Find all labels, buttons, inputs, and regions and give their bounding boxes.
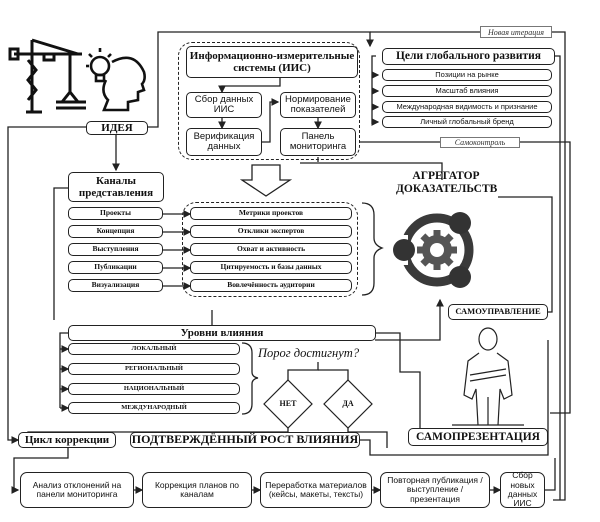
- goals-title: Цели глобального развития: [395, 50, 541, 63]
- idea-label: ИДЕЯ: [101, 121, 133, 134]
- level-item[interactable]: ЛОКАЛЬНЫЙ: [68, 343, 240, 355]
- channel-item-label: Визуализация: [91, 280, 140, 290]
- channel-item[interactable]: Проекты: [68, 207, 163, 220]
- iis-panel-box[interactable]: Панель мониторинга: [280, 128, 356, 156]
- goal-item[interactable]: Позиции на рынке: [382, 69, 552, 81]
- level-item-label: НАЦИОНАЛЬНЫЙ: [123, 385, 185, 393]
- channel-item[interactable]: Концепция: [68, 225, 163, 238]
- iis-norm-box[interactable]: Нормирование показателей: [280, 92, 356, 118]
- metric-item-label: Отклики экспертов: [237, 226, 305, 236]
- goals-title-box[interactable]: Цели глобального развития: [382, 48, 555, 65]
- iis-panel-label: Панель мониторинга: [289, 130, 347, 152]
- crane-icon: [8, 38, 86, 114]
- new-iteration-label: Новая итерация: [480, 26, 552, 38]
- correction-cycle-label: Цикл коррекции: [24, 433, 110, 446]
- person-icon: [452, 327, 524, 426]
- goal-item[interactable]: Личный глобальный бренд: [382, 116, 552, 128]
- level-item[interactable]: НАЦИОНАЛЬНЫЙ: [68, 383, 240, 395]
- bottom-step[interactable]: Сбор новых данных ИИС: [500, 470, 545, 509]
- bottom-step[interactable]: Переработка материалов (кейсы, макеты, т…: [260, 472, 372, 508]
- iis-verify-label: Верификация данных: [193, 130, 255, 152]
- self-management-label: САМОУПРАВЛЕНИЕ: [455, 306, 541, 317]
- level-item[interactable]: МЕЖДУНАРОДНЫЙ: [68, 402, 240, 414]
- channel-item[interactable]: Выступления: [68, 243, 163, 256]
- head-lightbulb-icon: [86, 48, 146, 112]
- level-item[interactable]: РЕГИОНАЛЬНЫЙ: [68, 363, 240, 375]
- levels-title: Уровни влияния: [180, 326, 264, 339]
- iis-group: [178, 42, 360, 160]
- levels-title-box[interactable]: Уровни влияния: [68, 325, 376, 341]
- iis-norm-label: Нормирование показателей: [285, 93, 351, 115]
- bottom-step[interactable]: Коррекция планов по каналам: [142, 472, 252, 508]
- goal-item-label: Личный глобальный бренд: [420, 116, 514, 126]
- metric-item-label: Цитируемость и базы данных: [220, 262, 322, 272]
- threshold-no-label[interactable]: НЕТ: [279, 399, 297, 408]
- metric-item[interactable]: Отклики экспертов: [190, 225, 352, 238]
- bottom-step-label: Анализ отклонений на панели мониторинга: [32, 479, 122, 499]
- metric-item-label: Вовлечённость аудитории: [227, 280, 315, 290]
- metric-item[interactable]: Цитируемость и базы данных: [190, 261, 352, 274]
- idea-box[interactable]: ИДЕЯ: [86, 121, 148, 135]
- confirmed-growth-box[interactable]: ПОДТВЕРЖДЁННЫЙ РОСТ ВЛИЯНИЯ: [130, 432, 360, 448]
- iis-title-box[interactable]: Информационно-измерительные системы (ИИС…: [186, 46, 358, 78]
- channel-item-label: Проекты: [100, 208, 131, 218]
- self-presentation-label: САМОПРЕЗЕНТАЦИЯ: [416, 430, 540, 443]
- metric-item-label: Метрики проектов: [238, 208, 304, 218]
- confirmed-growth-label: ПОДТВЕРЖДЁННЫЙ РОСТ ВЛИЯНИЯ: [131, 432, 359, 447]
- threshold-yes-label[interactable]: ДА: [342, 399, 354, 408]
- metric-item-label: Охват и активность: [236, 244, 306, 254]
- goal-item-label: Позиции на рынке: [435, 69, 499, 79]
- channel-item[interactable]: Публикации: [68, 261, 163, 274]
- iis-collect-label: Сбор данных ИИС: [194, 93, 254, 115]
- new-iteration-text: Новая итерация: [488, 27, 544, 37]
- correction-cycle-box[interactable]: Цикл коррекции: [18, 432, 116, 448]
- down-arrow-icon: [239, 164, 293, 197]
- channel-item-label: Выступления: [92, 244, 139, 254]
- iis-verify-box[interactable]: Верификация данных: [186, 128, 262, 156]
- bottom-step-label: Повторная публикация / выступление / пре…: [387, 474, 483, 504]
- level-item-label: РЕГИОНАЛЬНЫЙ: [125, 365, 183, 373]
- metric-item[interactable]: Вовлечённость аудитории: [190, 279, 352, 292]
- channel-item-label: Публикации: [94, 262, 137, 272]
- bottom-step-label: Переработка материалов (кейсы, макеты, т…: [265, 479, 367, 499]
- channel-item-label: Концепция: [96, 226, 135, 236]
- self-management-box[interactable]: САМОУПРАВЛЕНИЕ: [448, 304, 548, 320]
- iis-collect-box[interactable]: Сбор данных ИИС: [186, 92, 262, 118]
- level-item-label: ЛОКАЛЬНЫЙ: [131, 345, 177, 353]
- goal-item[interactable]: Международная видимость и признание: [382, 101, 552, 113]
- self-presentation-box[interactable]: САМОПРЕЗЕНТАЦИЯ: [408, 428, 548, 446]
- self-control-label: Самоконтроль: [440, 137, 520, 148]
- yes-diamond: [323, 379, 373, 429]
- iis-title: Информационно-измерительные системы (ИИС…: [189, 49, 355, 74]
- channel-item[interactable]: Визуализация: [68, 279, 163, 292]
- level-item-label: МЕЖДУНАРОДНЫЙ: [121, 404, 187, 412]
- self-control-text: Самоконтроль: [454, 138, 506, 147]
- metric-item[interactable]: Охват и активность: [190, 243, 352, 256]
- aggregator-title: АГРЕГАТОР ДОКАЗАТЕЛЬСТВ: [396, 170, 498, 196]
- bottom-step-label: Сбор новых данных ИИС: [507, 470, 538, 509]
- threshold-question: Порог достигнут?: [258, 346, 360, 360]
- bottom-step[interactable]: Повторная публикация / выступление / пре…: [380, 472, 490, 508]
- bottom-step-label: Коррекция планов по каналам: [154, 479, 240, 499]
- goal-item[interactable]: Масштаб влияния: [382, 85, 552, 97]
- aggregator-gear-icon: [393, 212, 474, 288]
- bottom-step[interactable]: Анализ отклонений на панели мониторинга: [20, 472, 134, 508]
- channels-title: Каналы представления: [78, 174, 154, 199]
- channels-title-box[interactable]: Каналы представления: [68, 172, 164, 202]
- no-diamond: [263, 379, 313, 429]
- metric-item[interactable]: Метрики проектов: [190, 207, 352, 220]
- goal-item-label: Масштаб влияния: [435, 85, 499, 95]
- metrics-group: [182, 202, 358, 297]
- goal-item-label: Международная видимость и признание: [396, 101, 538, 111]
